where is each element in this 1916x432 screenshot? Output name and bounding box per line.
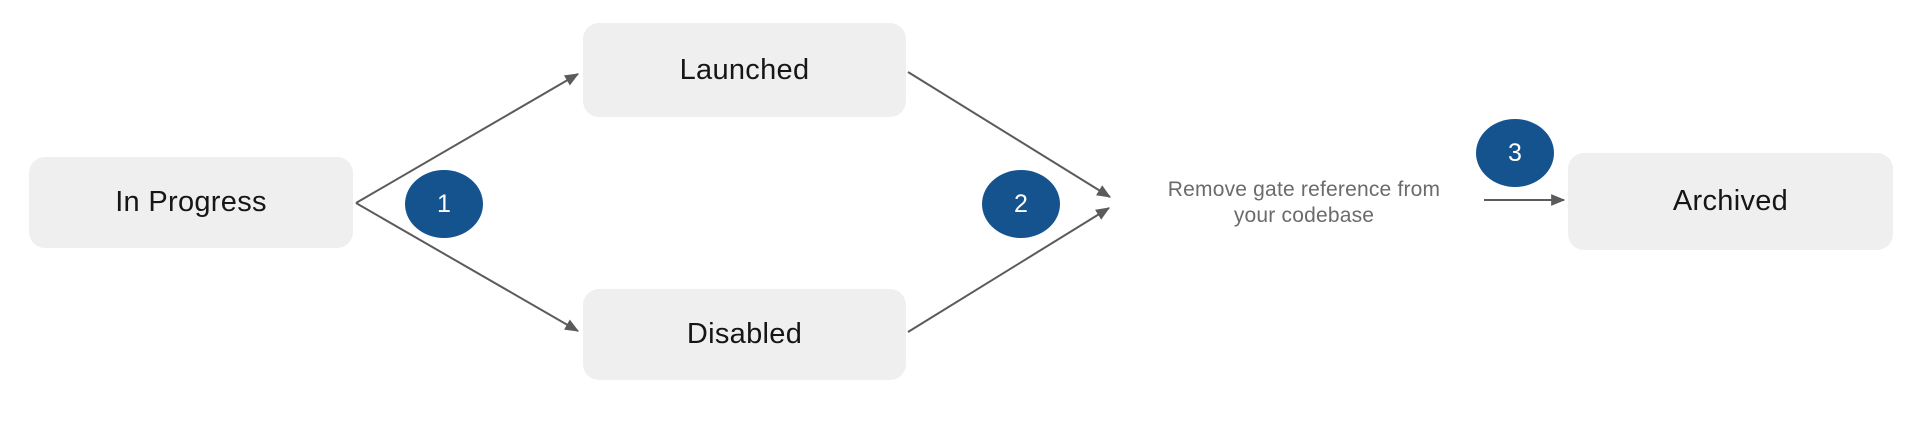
node-archived: Archived bbox=[1568, 153, 1893, 250]
node-disabled-label: Disabled bbox=[686, 318, 803, 350]
arrow-disabled-to-note bbox=[907, 207, 1110, 333]
arrow-inprogress-to-disabled bbox=[355, 202, 580, 332]
step-badge-1-number: 1 bbox=[437, 189, 451, 218]
node-in-progress: In Progress bbox=[29, 157, 353, 248]
step-badge-2-number: 2 bbox=[1014, 189, 1028, 218]
remove-gate-reference-note: Remove gate reference from your codebase bbox=[1133, 177, 1475, 229]
node-disabled: Disabled bbox=[583, 289, 906, 380]
step-badge-2: 2 bbox=[982, 170, 1060, 238]
node-launched-label: Launched bbox=[679, 53, 810, 86]
note-line-2: your codebase bbox=[1233, 204, 1375, 227]
node-in-progress-label: In Progress bbox=[115, 186, 267, 218]
note-line-1: Remove gate reference from bbox=[1167, 178, 1441, 201]
node-launched: Launched bbox=[583, 23, 906, 117]
step-badge-1: 1 bbox=[405, 170, 483, 238]
arrow-inprogress-to-launched bbox=[355, 73, 580, 204]
arrow-launched-to-note bbox=[907, 71, 1111, 198]
step-badge-3: 3 bbox=[1476, 119, 1554, 187]
node-archived-label: Archived bbox=[1672, 185, 1789, 217]
step-badge-3-number: 3 bbox=[1508, 138, 1522, 167]
